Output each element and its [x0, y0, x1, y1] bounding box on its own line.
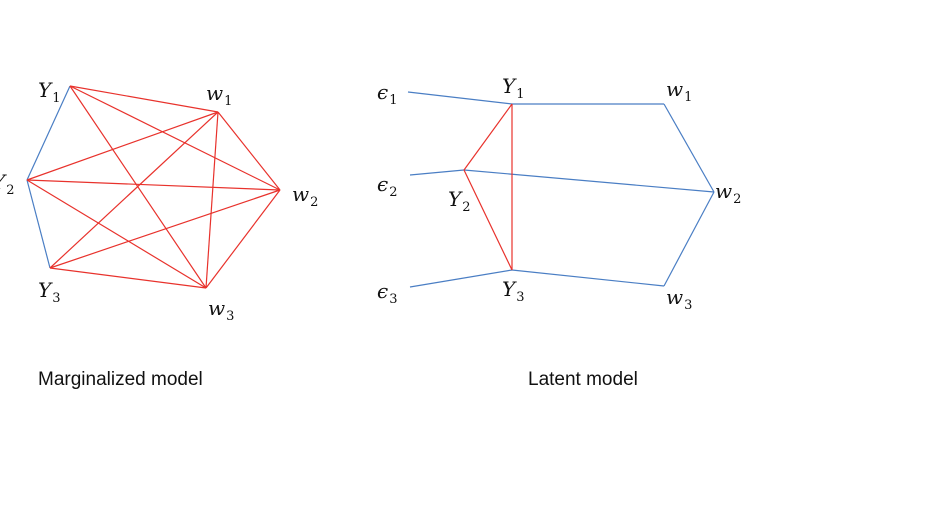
marginalized-node-Y1-subscript: 1	[52, 91, 60, 106]
latent-node-w1-subscript: 1	[684, 90, 692, 105]
marginalized-edge-Y2-w2	[26, 179, 281, 191]
marginalized-node-w1-subscript: 1	[224, 94, 232, 109]
latent-edge-w1-w2	[663, 103, 715, 193]
marginalized-node-w2-subscript: 2	[310, 195, 318, 210]
latent-node-e1: ϵ1	[377, 80, 397, 108]
marginalized-node-Y3-subscript: 3	[52, 291, 60, 306]
latent-node-e1-subscript: 1	[389, 93, 397, 108]
latent-node-w3-base: w	[666, 285, 683, 309]
marginalized-node-w1: w1	[206, 81, 232, 109]
latent-node-e3-subscript: 3	[389, 292, 397, 307]
marginalized-node-Y2-subscript: 2	[6, 183, 14, 198]
latent-node-w3-subscript: 3	[684, 298, 692, 313]
latent-node-e2: ϵ2	[377, 172, 397, 200]
marginalized-node-Y1-base: Y	[38, 78, 53, 102]
latent-edge-Y1-Y2	[463, 103, 513, 171]
latent-node-w2: w2	[715, 179, 741, 207]
marginalized-edge-w1-w2	[217, 111, 281, 191]
latent-edge-e1-Y1	[407, 91, 513, 105]
latent-node-e1-base: ϵ	[377, 80, 388, 104]
marginalized-edge-Y3-w2	[49, 189, 281, 269]
marginalized-edge-Y3-w3	[49, 267, 207, 289]
marginalized-edge-Y2-w1	[26, 111, 219, 181]
latent-node-Y2: Y2	[448, 187, 470, 215]
marginalized-edge-Y3-w1	[49, 111, 219, 269]
latent-node-e3: ϵ3	[377, 279, 397, 307]
latent-node-w2-base: w	[715, 179, 732, 203]
marginalized-edge-Y2-Y3	[26, 179, 51, 269]
latent-node-w1-base: w	[666, 77, 683, 101]
latent-node-Y3: Y3	[502, 277, 524, 305]
marginalized-edge-w1-w3	[205, 111, 219, 289]
latent-node-e2-subscript: 2	[389, 185, 397, 200]
latent-edge-e2-Y2	[409, 169, 465, 176]
marginalized-edge-Y1-w2	[69, 85, 281, 191]
marginalized-edges	[26, 85, 281, 289]
marginalized-node-Y3-base: Y	[38, 278, 53, 302]
latent-node-Y1-subscript: 1	[516, 87, 524, 102]
latent-node-Y1: Y1	[502, 74, 524, 102]
latent-edge-Y2-Y3	[463, 169, 513, 271]
latent-node-Y1-base: Y	[502, 74, 517, 98]
latent-edge-e3-Y3	[409, 269, 513, 288]
marginalized-edge-Y1-w1	[69, 85, 219, 113]
latent-node-e3-base: ϵ	[377, 279, 388, 303]
latent-node-Y3-subscript: 3	[516, 290, 524, 305]
latent-edges	[407, 91, 715, 288]
marginalized-edge-w2-w3	[205, 189, 281, 289]
marginalized-edge-Y1-Y2	[26, 85, 71, 181]
marginalized-node-w2: w2	[292, 182, 318, 210]
marginalized-node-Y1: Y1	[38, 78, 60, 106]
latent-node-w3: w3	[666, 285, 692, 313]
latent-node-w2-subscript: 2	[733, 192, 741, 207]
latent-edge-Y3-w3	[511, 269, 665, 287]
latent-node-Y2-subscript: 2	[462, 200, 470, 215]
latent-node-Y3-base: Y	[502, 277, 517, 301]
latent-node-e2-base: ϵ	[377, 172, 388, 196]
marginalized-edge-Y2-w3	[26, 179, 207, 289]
marginalized-node-w3-base: w	[208, 296, 225, 320]
marginalized-node-Y2: Y2	[0, 170, 14, 198]
marginalized-node-w3-subscript: 3	[226, 309, 234, 324]
latent-edge-w2-w3	[663, 191, 715, 287]
marginalized-node-Y2-base: Y	[0, 170, 7, 194]
marginalized-node-Y3: Y3	[38, 278, 60, 306]
marginalized-node-w3: w3	[208, 296, 234, 324]
latent-node-Y2-base: Y	[448, 187, 463, 211]
marginalized-node-w2-base: w	[292, 182, 309, 206]
latent-node-w1: w1	[666, 77, 692, 105]
marginalized-model-caption: Marginalized model	[38, 369, 203, 390]
latent-edge-Y2-w2	[463, 169, 715, 193]
latent-model-caption: Latent model	[528, 369, 638, 390]
marginalized-node-w1-base: w	[206, 81, 223, 105]
